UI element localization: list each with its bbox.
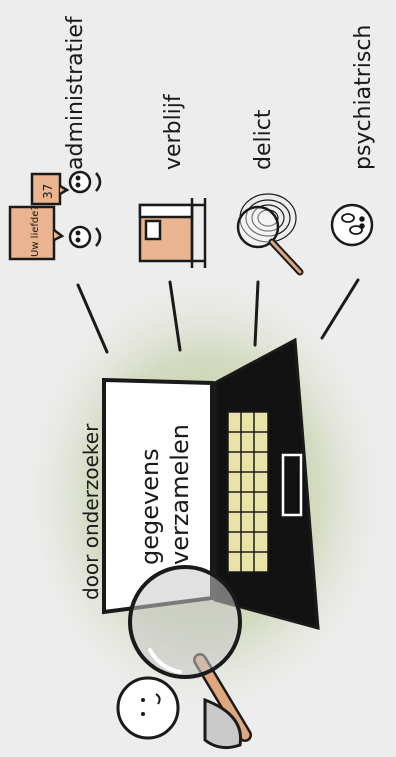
screen-text-line-2: verzamelen [166,424,194,565]
laptop-keyboard [228,412,268,572]
category-label-psychiatrisch: psychiatrisch [351,25,376,170]
speech-bubble-right: 37 [32,174,67,204]
pill-face-icon [332,205,372,245]
category-label-verblijf: verblijf [161,93,186,170]
speech-bubble-left: Uw liefde? [10,205,62,259]
researcher-label: door onderzoeker [79,423,103,600]
people-with-documents-icon: Uw liefde? 37 [10,172,100,259]
category-label-administratief: administratief [63,15,88,170]
fingerprint-magnifier-icon [238,194,300,272]
category-label-delict: delict [251,109,276,170]
screen-text-line-1: gegevens [136,448,164,565]
speech-bubble-right-text: 37 [41,184,55,199]
bed-icon [140,198,205,268]
speech-bubble-left-text: Uw liefde? [30,205,41,257]
connector-psychiatrisch [322,280,358,338]
